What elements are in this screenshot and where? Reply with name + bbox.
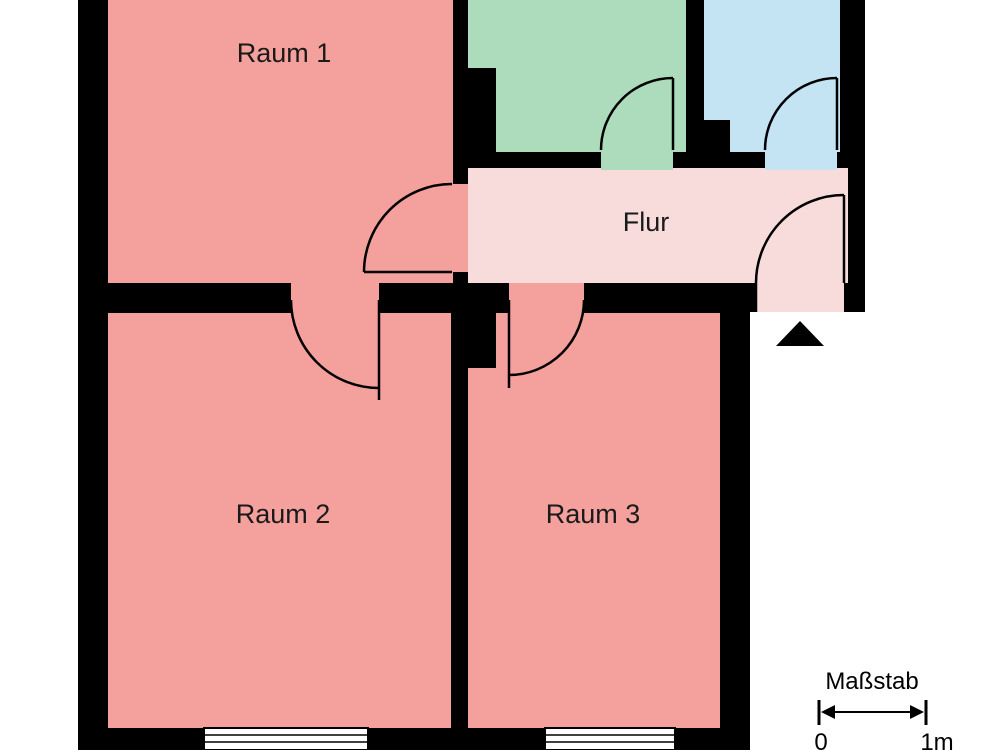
room-raum2 <box>108 313 451 728</box>
scale-title: Maßstab <box>825 668 918 695</box>
room-label-raum1: Raum 1 <box>237 38 332 68</box>
room-flur <box>468 168 848 283</box>
window-raum2 <box>203 727 369 750</box>
room-kitchen <box>468 0 686 152</box>
entrance-triangle-icon <box>776 321 824 346</box>
scale-arrow-right-icon <box>910 705 924 719</box>
door-entrance[interactable] <box>754 193 846 312</box>
wall-pillar-bath <box>704 120 730 152</box>
room-label-raum3: Raum 3 <box>546 499 641 529</box>
door-raum3[interactable] <box>507 299 586 388</box>
door-opening-raum3 <box>509 283 584 315</box>
scale-bar: Maßstab 0 1m <box>814 668 953 750</box>
door-raum1[interactable] <box>362 182 453 274</box>
scale-start-label: 0 <box>814 729 827 750</box>
door-kitchen[interactable] <box>599 76 675 151</box>
door-opening-kitchen <box>601 150 673 170</box>
door-opening-bath <box>765 150 837 170</box>
wall-pillar-kitchen <box>468 68 496 152</box>
wall-pillar-raum3 <box>468 313 496 368</box>
room-label-flur: Flur <box>623 207 670 237</box>
room-flur-entrance <box>756 283 844 312</box>
door-opening-raum1 <box>364 184 468 272</box>
door-opening-raum2 <box>291 283 379 315</box>
window-raum3 <box>544 727 676 750</box>
door-bath[interactable] <box>763 76 839 151</box>
scale-end-label: 1m <box>920 729 953 750</box>
door-raum2[interactable] <box>289 299 381 400</box>
scale-arrow-left-icon <box>821 705 835 719</box>
room-label-raum2: Raum 2 <box>236 499 331 529</box>
